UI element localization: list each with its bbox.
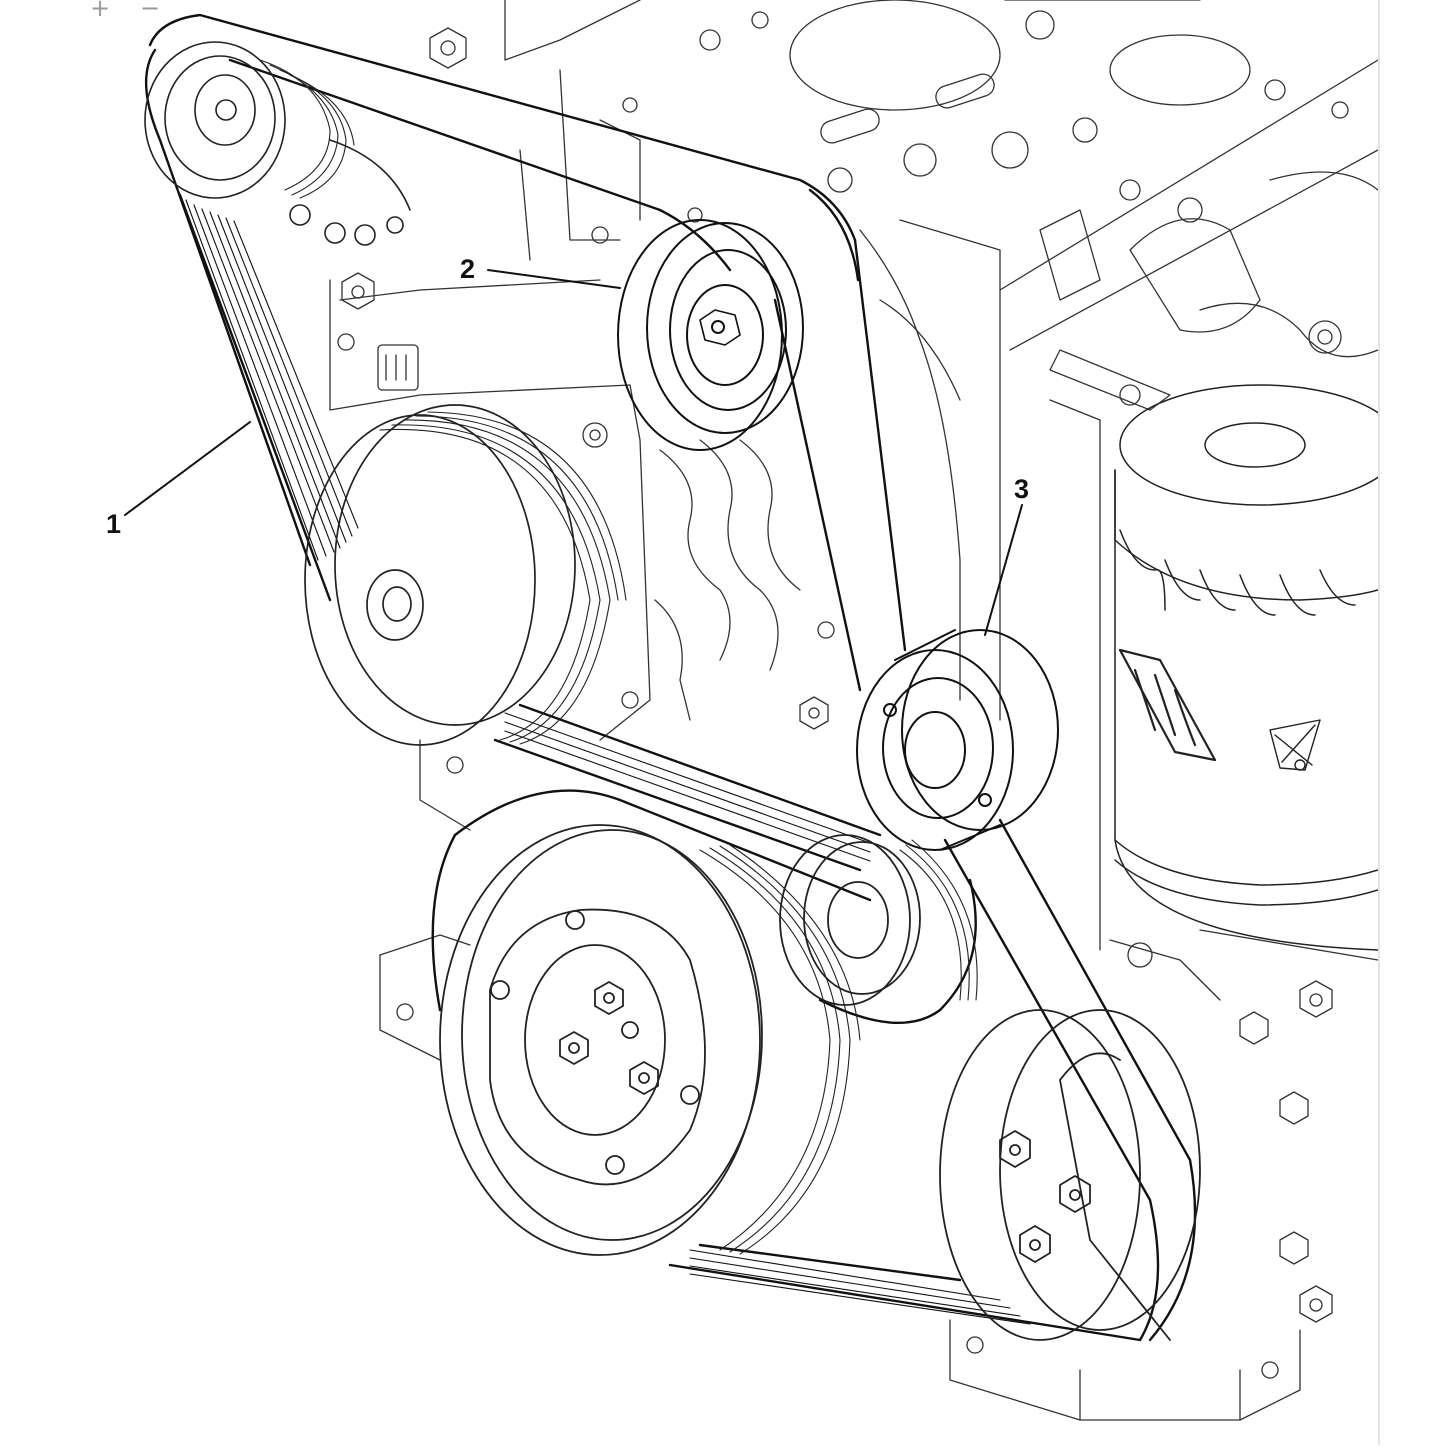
tensioner-pulley bbox=[617, 219, 804, 451]
leader-1 bbox=[124, 421, 251, 516]
upper-left-pulley bbox=[144, 41, 411, 246]
zoom-out-button[interactable]: − bbox=[140, 0, 161, 22]
zoom-in-button[interactable]: + bbox=[90, 0, 111, 22]
oil-filter bbox=[1114, 384, 1378, 951]
callout-leaders bbox=[124, 269, 1023, 636]
callout-1: 1 bbox=[106, 509, 122, 539]
crankshaft-pulley bbox=[439, 824, 861, 1256]
drive-belt bbox=[145, 13, 1197, 1342]
lower-right-pulley bbox=[939, 1009, 1201, 1341]
callout-3: 3 bbox=[1014, 474, 1030, 504]
disposal-symbol-icon bbox=[1269, 719, 1321, 771]
lower-crankcase bbox=[379, 696, 1378, 1421]
engine-block bbox=[504, 0, 1378, 951]
leader-3 bbox=[984, 504, 1023, 636]
leader-2 bbox=[487, 269, 621, 289]
jcb-logo-filter bbox=[1118, 648, 1217, 762]
timing-cover bbox=[329, 27, 1001, 741]
water-pump-pulley bbox=[304, 404, 627, 746]
small-idler-pulley bbox=[779, 834, 978, 1006]
jcb-logo-cover bbox=[377, 344, 419, 391]
viewer-scrollbar-edge bbox=[1378, 0, 1380, 1445]
callout-2: 2 bbox=[460, 254, 476, 284]
idler-pulley bbox=[856, 629, 1059, 851]
